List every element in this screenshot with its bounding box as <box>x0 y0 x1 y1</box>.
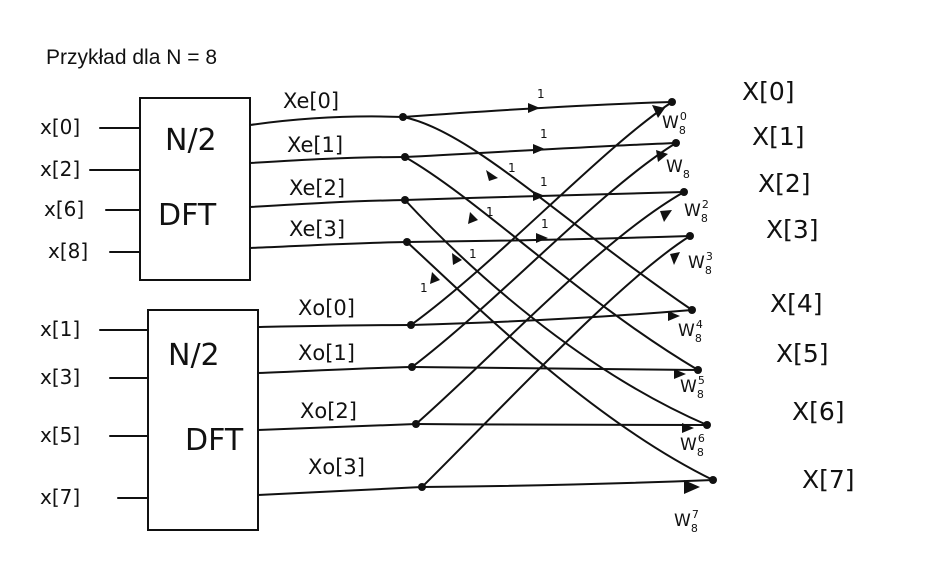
output-label-X6: X[6] <box>792 397 845 426</box>
butterfly-wires <box>402 101 714 488</box>
input-label-x3: x[3] <box>40 365 80 389</box>
label-xe0: Xe[0] <box>283 89 339 113</box>
twiddle-w3: W83 <box>688 250 713 277</box>
input-label-x8: x[8] <box>48 239 88 263</box>
top-block-label-1: N/2 <box>165 123 217 158</box>
twiddle-w0: W80 <box>662 110 687 137</box>
input-label-x2: x[2] <box>40 157 80 181</box>
block-output-wires <box>249 115 423 496</box>
input-label-x6: x[6] <box>44 197 84 221</box>
input-label-x5: x[5] <box>40 423 80 447</box>
output-nodes <box>668 98 717 484</box>
diagram-title: Przykład dla N = 8 <box>46 46 217 69</box>
twiddle-w6: W86 <box>680 432 705 459</box>
even-output-labels: Xe[0] Xe[1] Xe[2] Xe[3] <box>283 89 345 241</box>
weight-1-d: 1 <box>541 217 549 231</box>
twiddle-w2: W82 <box>684 198 709 225</box>
input-labels-even: x[0] x[2] x[6] x[8] <box>40 115 88 263</box>
label-xo0: Xo[0] <box>298 296 355 320</box>
label-xe1: Xe[1] <box>287 133 343 157</box>
label-xe2: Xe[2] <box>289 176 345 200</box>
top-dft-block: N/2 DFT <box>139 97 251 281</box>
twiddle-w1: W8 <box>666 157 690 181</box>
output-label-X0: X[0] <box>742 77 795 106</box>
bottom-block-label-2: DFT <box>185 423 244 458</box>
bottom-dft-block: N/2 DFT <box>147 309 259 531</box>
output-label-X4: X[4] <box>770 289 823 318</box>
input-label-x1: x[1] <box>40 317 80 341</box>
twiddle-w5: W85 <box>680 374 705 401</box>
label-xo1: Xo[1] <box>298 341 355 365</box>
final-output-labels: X[0] X[1] X[2] X[3] X[4] X[5] X[6] X[7] <box>742 77 855 494</box>
twiddle-w4: W84 <box>678 318 703 345</box>
twiddle-w7: W87 <box>674 508 699 535</box>
input-nodes <box>399 113 426 491</box>
arrow-heads <box>430 103 700 494</box>
input-labels-odd: x[1] x[3] x[5] x[7] <box>40 317 80 509</box>
label-xo2: Xo[2] <box>300 399 357 423</box>
output-label-X5: X[5] <box>776 339 829 368</box>
unity-weight-labels: 1 1 1 1 1 1 1 1 <box>420 87 549 295</box>
weight-1-f: 1 <box>486 205 494 219</box>
output-label-X3: X[3] <box>766 215 819 244</box>
input-wires <box>89 127 149 499</box>
label-xo3: Xo[3] <box>308 455 365 479</box>
weight-1-e: 1 <box>508 161 516 175</box>
input-label-x7: x[7] <box>40 485 80 509</box>
weight-1-h: 1 <box>420 281 428 295</box>
output-label-X1: X[1] <box>752 122 805 151</box>
label-xe3: Xe[3] <box>289 217 345 241</box>
input-label-x0: x[0] <box>40 115 80 139</box>
weight-1-b: 1 <box>540 127 548 141</box>
twiddle-factors: W80 W8 W82 W83 W84 W85 W86 W87 <box>662 110 713 535</box>
output-label-X7: X[7] <box>802 465 855 494</box>
weight-1-a: 1 <box>537 87 545 101</box>
weight-1-c: 1 <box>540 175 548 189</box>
bottom-block-label-1: N/2 <box>168 338 220 373</box>
odd-output-labels: Xo[0] Xo[1] Xo[2] Xo[3] <box>298 296 365 479</box>
weight-1-g: 1 <box>469 247 477 261</box>
output-label-X2: X[2] <box>758 169 811 198</box>
top-block-label-2: DFT <box>158 198 217 233</box>
